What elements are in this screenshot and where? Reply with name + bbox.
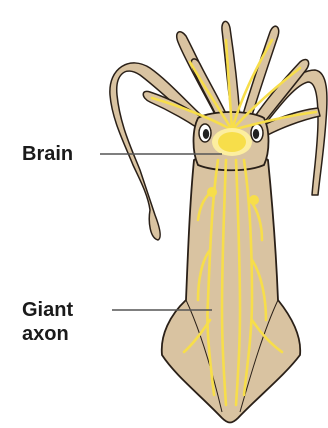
squid-mantle (162, 153, 300, 423)
giant-axon-label-line2: axon (22, 322, 69, 346)
brain-label: Brain (22, 142, 73, 166)
mantle-body (162, 153, 300, 423)
brain-ganglia (212, 128, 252, 156)
giant-axon-label-line1: Giant (22, 298, 73, 322)
